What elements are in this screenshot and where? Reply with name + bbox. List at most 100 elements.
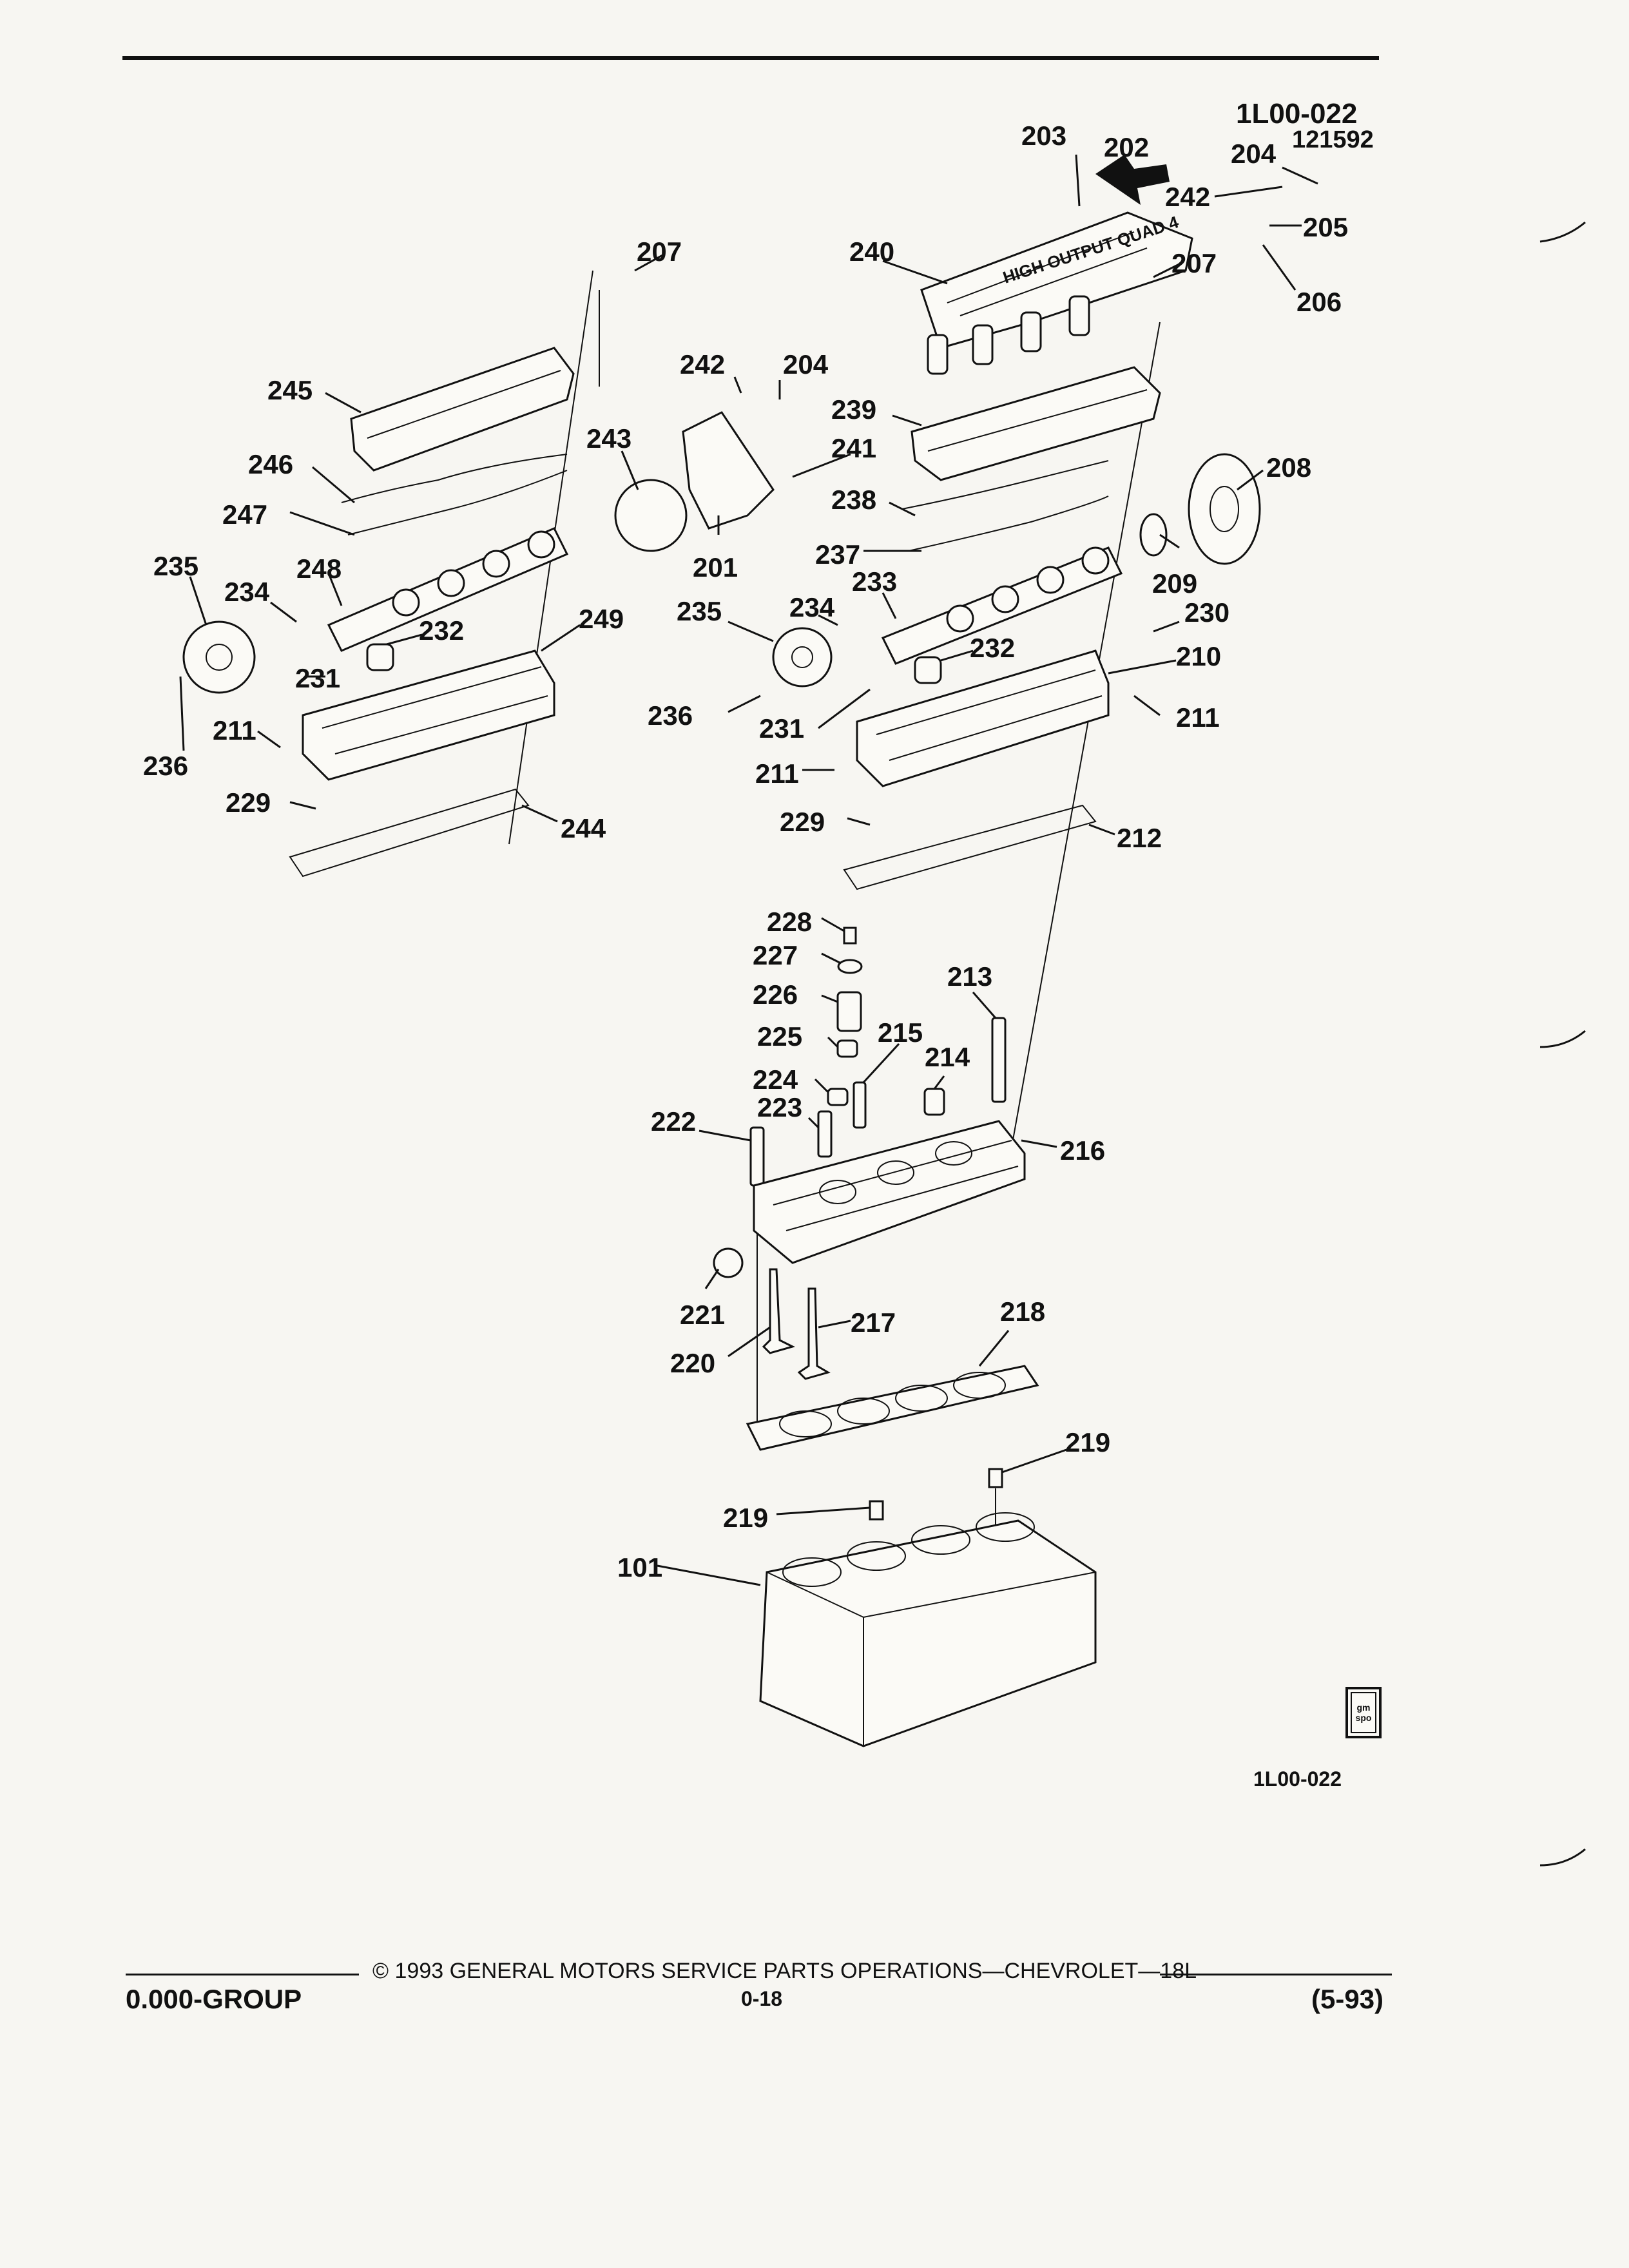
callout-209: 209 [1152,568,1198,599]
housing-gasket-right [843,804,1097,890]
callout-224: 224 [753,1064,798,1095]
callout-229-right: 229 [780,807,825,837]
callout-208: 208 [1266,452,1312,483]
cam-sprocket-left [182,620,256,694]
spark-plug [853,1081,867,1129]
exhaust-valve [797,1287,831,1380]
callout-248: 248 [296,553,342,584]
direction-arrow [1095,155,1170,205]
cam-housing-left [302,649,555,781]
cam-cover-seal-left [341,454,568,503]
cam-cover-right [911,366,1161,481]
callout-227: 227 [753,940,798,970]
valve-keeper [843,927,857,945]
callout-232-left: 232 [419,615,465,646]
figure-code: 1L00-022 [1253,1767,1342,1791]
ignition-cover: HIGH OUTPUT QUAD 4 [920,211,1193,375]
diagram-id-header: 1L00-022 [1236,98,1358,130]
callout-213: 213 [947,961,993,992]
head-bolt-left [749,1126,765,1187]
callout-233: 233 [852,566,898,597]
callout-228: 228 [767,907,813,937]
dowel-pin-left [869,1500,884,1521]
camshaft-left [327,527,569,652]
timing-bracket [682,411,775,530]
callout-243: 243 [586,423,632,454]
callout-240: 240 [849,236,895,267]
page-edge-mark-3 [1539,1848,1586,1867]
callout-225: 225 [757,1021,803,1052]
valve-spring [836,991,862,1032]
callout-101: 101 [617,1552,663,1582]
leader-lines [179,154,1318,1586]
callout-205: 205 [1303,212,1349,242]
cam-cover-gasket-right [908,495,1109,552]
engine-block [759,1512,1097,1747]
alignment-line-right [1011,322,1161,1148]
callout-207-left: 207 [637,236,682,267]
callout-237: 237 [815,539,861,570]
callout-211-left: 211 [213,715,256,745]
lifter-right [914,656,942,684]
callout-226: 226 [753,979,798,1010]
valve-seal [827,1088,849,1106]
callout-207-right: 207 [1171,248,1217,278]
footer-rule-left [126,1974,359,1975]
callout-201: 201 [693,552,738,582]
callout-202: 202 [1104,132,1150,162]
spring-seat [836,1039,858,1058]
callout-231-left: 231 [295,663,341,693]
callout-223: 223 [757,1092,803,1122]
date-part-label: 204 [1231,139,1277,169]
callout-206: 206 [1296,287,1342,317]
pump-cover [614,479,688,552]
callout-235-right: 235 [677,596,722,626]
callout-219-right: 219 [1065,1427,1111,1457]
callout-234-right: 234 [789,592,835,622]
camshaft-right [881,546,1123,665]
callout-234-left: 234 [224,577,270,607]
footer-page-number: 0-18 [741,1987,783,2010]
callout-235-left: 235 [153,551,199,581]
cam-cover-left [350,347,575,472]
intake-valve [762,1268,796,1354]
callout-203: 203 [1021,120,1067,151]
callout-216: 216 [1060,1135,1106,1166]
crank-pulley [1188,453,1261,565]
callout-229-left: 229 [226,787,271,818]
callout-211-mid: 211 [755,758,799,789]
callout-232-right: 232 [970,633,1016,663]
callout-214: 214 [925,1042,970,1072]
callout-221: 221 [680,1300,726,1330]
dowel-pin-right [988,1468,1003,1488]
callout-246: 246 [248,449,294,479]
callout-236-left: 236 [143,751,189,781]
callout-230: 230 [1184,597,1230,628]
gm-spo-logo: gm spo [1345,1687,1382,1738]
callout-241: 241 [831,433,877,463]
top-rule [122,56,1379,60]
callout-211-right: 211 [1176,702,1220,733]
logo-line-1: gm [1356,1702,1371,1713]
head-gasket [746,1365,1039,1451]
callout-247: 247 [222,499,268,530]
cylinder-head [753,1120,1026,1264]
core-plug [713,1247,744,1278]
callout-231-right: 231 [759,713,805,744]
footer-group: 0.000-GROUP [126,1984,302,2014]
callout-212: 212 [1117,823,1162,853]
date-code: 121592 [1292,126,1374,153]
callout-242-mid: 242 [680,349,726,380]
housing-gasket-left [289,788,530,878]
footer-revision: (5-93) [1311,1984,1384,2014]
callout-222: 222 [651,1106,697,1137]
callout-249: 249 [579,604,624,634]
callout-217: 217 [851,1307,896,1338]
callout-239: 239 [831,394,877,425]
callout-204: 204 [783,349,829,380]
callout-238: 238 [831,485,877,515]
oil-seal [1139,513,1168,557]
valve-guide [817,1110,833,1158]
